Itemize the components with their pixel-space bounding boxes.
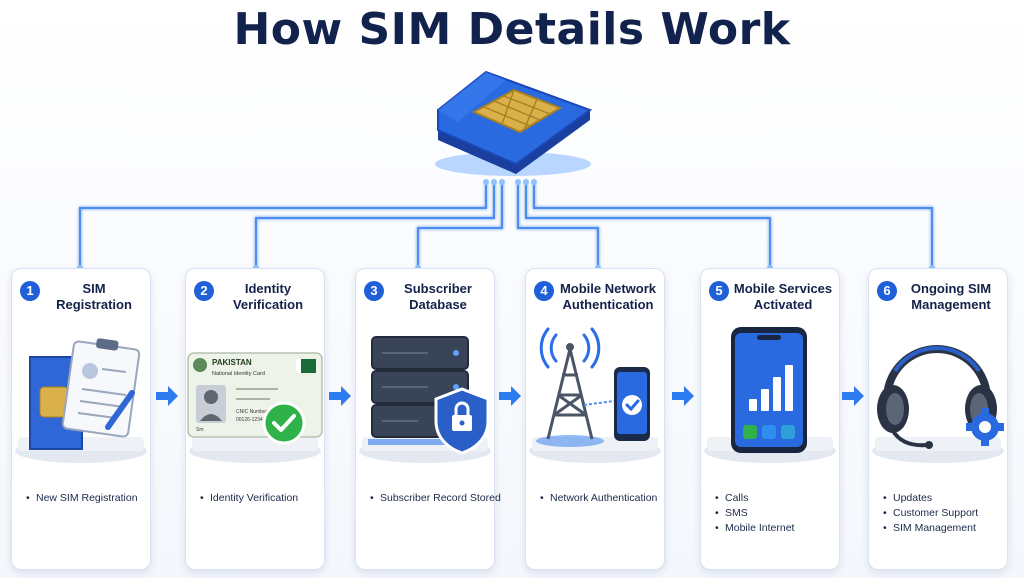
arrow-right-icon <box>842 386 864 406</box>
svg-text:National Identity Card: National Identity Card <box>212 371 265 377</box>
sim-registration-icon <box>15 338 147 463</box>
step-bullets: Identity Verification <box>200 491 318 506</box>
bullet-item: SIM Management <box>883 521 1001 536</box>
connector-2 <box>255 182 495 268</box>
step-number-badge: 1 <box>20 281 40 301</box>
arrow-right-icon <box>499 386 521 406</box>
connector-3 <box>417 182 503 268</box>
connector-5 <box>525 182 771 268</box>
step-bullets: Network Authentication <box>540 491 658 506</box>
bullet-item: Updates <box>883 491 1001 506</box>
step-number-badge: 3 <box>364 281 384 301</box>
page-title: How SIM Details Work <box>233 4 791 55</box>
sim-card-icon <box>435 70 593 176</box>
bullet-item: SMS <box>715 506 833 521</box>
svg-text:00126-12345678-8: 00126-12345678-8 <box>236 417 278 423</box>
arrow-right-icon <box>329 386 351 406</box>
step-number-badge: 4 <box>534 281 554 301</box>
arrow-right-icon <box>156 386 178 406</box>
svg-text:Sm: Sm <box>196 427 204 433</box>
cell-tower-icon <box>529 327 661 463</box>
arrow-right-icon <box>672 386 694 406</box>
step-number-badge: 2 <box>194 281 214 301</box>
step-number-badge: 6 <box>877 281 897 301</box>
connector-6 <box>533 182 933 268</box>
step-number-badge: 5 <box>709 281 729 301</box>
bullet-item: Network Authentication <box>540 491 658 506</box>
bullet-item: Identity Verification <box>200 491 318 506</box>
step-bullets: Calls SMS Mobile Internet <box>715 491 833 536</box>
connector-4 <box>517 182 599 268</box>
step-bullets: Updates Customer Support SIM Management <box>883 491 1001 536</box>
svg-text:PAKISTAN: PAKISTAN <box>212 358 252 367</box>
bullet-item: Calls <box>715 491 833 506</box>
bullet-item: Mobile Internet <box>715 521 833 536</box>
connector-1 <box>79 182 487 268</box>
svg-text:CNIC Number: CNIC Number <box>236 409 268 415</box>
bullet-item: Subscriber Record Stored <box>370 491 501 506</box>
id-card-icon: PAKISTAN National Identity Card Sm CNIC … <box>187 352 323 463</box>
smartphone-icon <box>704 327 836 463</box>
step-bullets: New SIM Registration <box>26 491 144 506</box>
headset-support-icon <box>872 345 1004 463</box>
database-server-icon <box>359 336 491 463</box>
bullet-item: New SIM Registration <box>26 491 144 506</box>
bullet-item: Customer Support <box>883 506 1001 521</box>
step-bullets: Subscriber Record Stored <box>370 491 501 506</box>
